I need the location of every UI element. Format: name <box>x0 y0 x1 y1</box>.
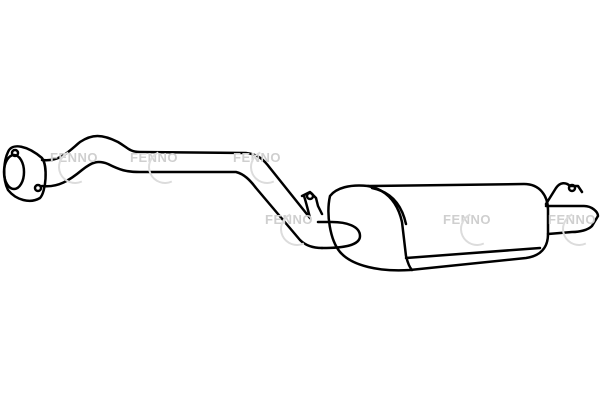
exhaust-system-drawing <box>2 134 600 272</box>
product-drawing: FENNO FENNO FENNO FENNO FENNO FENNO <box>2 134 600 272</box>
